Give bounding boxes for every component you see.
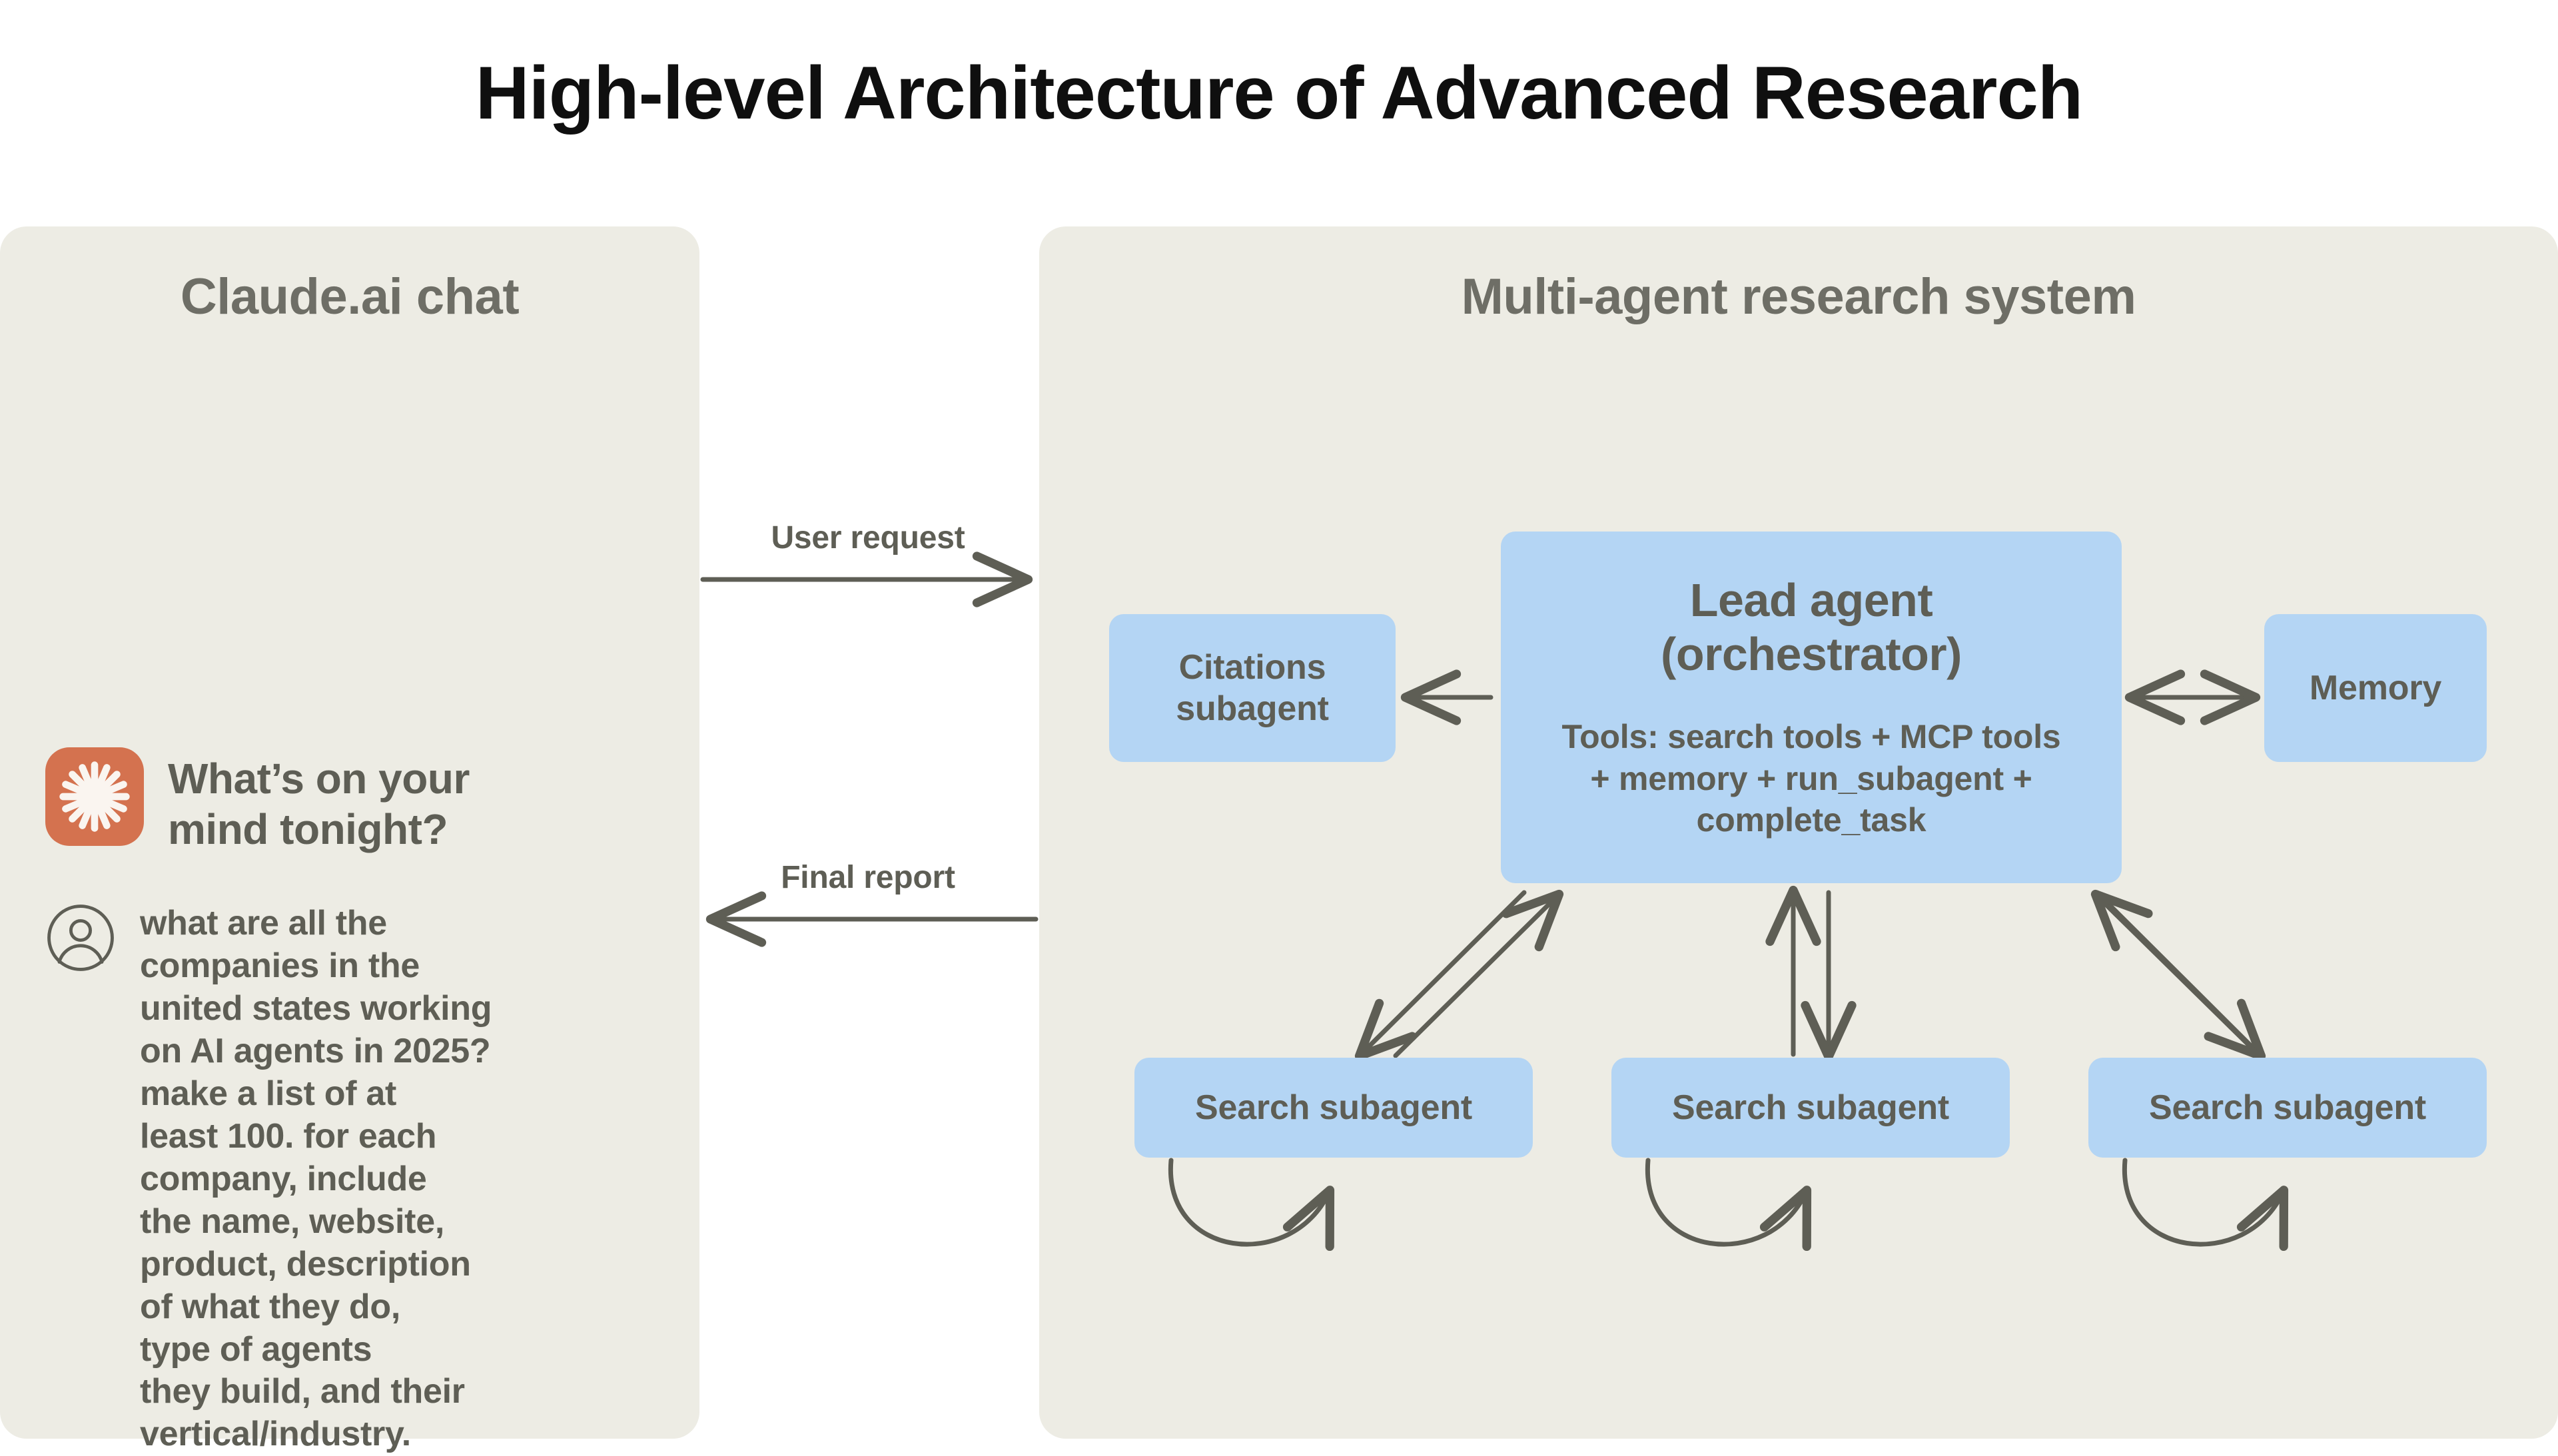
node-search-subagent-1-label: Search subagent (1194, 1088, 1473, 1127)
chat-panel-title: Claude.ai chat (180, 268, 520, 325)
page-title: High-level Architecture of Advanced Rese… (475, 51, 2083, 135)
node-search-subagent-3-label: Search subagent (2148, 1088, 2427, 1127)
flow-label-final-report: Final report (781, 860, 955, 895)
node-search-subagent-2[interactable]: Search subagent (1611, 1058, 2010, 1158)
node-memory[interactable]: Memory (2264, 614, 2487, 762)
user-message-text: what are all the companies in the united… (140, 904, 492, 1454)
node-search-subagent-2-label: Search subagent (1671, 1088, 1950, 1127)
node-lead-agent[interactable]: Lead agent (orchestrator) Tools: search … (1501, 532, 2122, 883)
node-citations-label: Citations subagent (1176, 647, 1329, 728)
user-circle-icon (45, 903, 116, 973)
assistant-message-row: What’s on your mind tonight? (45, 747, 541, 855)
node-lead-agent-tools: Tools: search tools + MCP tools + memory… (1561, 718, 2061, 839)
node-lead-agent-title: Lead agent (orchestrator) (1661, 574, 1962, 681)
user-message-row: what are all the companies in the united… (45, 903, 540, 1456)
assistant-greeting-text: What’s on your mind tonight? (168, 755, 470, 853)
node-search-subagent-1[interactable]: Search subagent (1134, 1058, 1533, 1158)
flow-label-user-request: User request (771, 520, 965, 555)
node-search-subagent-3[interactable]: Search subagent (2088, 1058, 2487, 1158)
node-citations-subagent[interactable]: Citations subagent (1109, 614, 1396, 762)
node-memory-label: Memory (2309, 668, 2442, 707)
system-panel-title: Multi-agent research system (1461, 268, 2136, 325)
claude-chat-panel: Claude.ai chat (0, 226, 699, 1453)
claude-starburst-icon (45, 747, 144, 846)
